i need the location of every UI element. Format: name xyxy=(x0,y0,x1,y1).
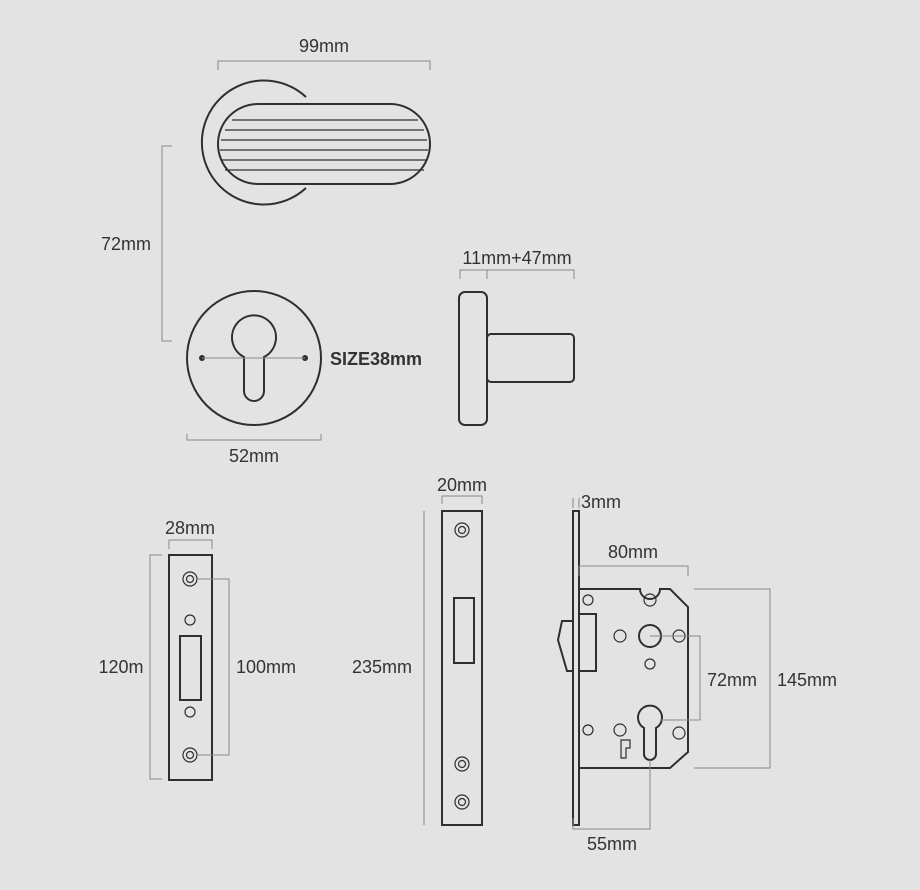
strike-width-label: 28mm xyxy=(165,518,215,538)
small-key-notch xyxy=(620,739,631,759)
body-height-label: 145mm xyxy=(777,670,837,690)
center-distance-dimension: 72mm xyxy=(650,635,757,721)
case-notch-hole xyxy=(643,593,657,607)
handle-lever-outline xyxy=(217,103,431,185)
strike-height-dimension: 120m xyxy=(98,554,162,780)
faceplate-width-label: 20mm xyxy=(437,475,487,495)
escutcheon-diameter-dimension: 52mm xyxy=(186,434,322,466)
strike-plate-outline xyxy=(168,554,213,781)
keyhole-outline xyxy=(231,314,277,402)
latch-bolt-outline xyxy=(556,620,572,672)
body-width-dimension: 80mm xyxy=(578,542,689,576)
handle-rose-outline xyxy=(200,79,307,206)
escutcheon-size-label: SIZE38mm xyxy=(330,349,422,369)
strike-width-dimension: 28mm xyxy=(165,518,215,549)
escutcheon-diameter-label: 52mm xyxy=(229,446,279,466)
side-rose-outline xyxy=(458,291,488,426)
strike-latch-opening xyxy=(179,635,202,701)
escutcheon-rose-outline xyxy=(186,290,322,426)
lock-faceplate xyxy=(441,510,483,826)
side-depth-label: 11mm+47mm xyxy=(462,248,571,268)
handle-width-label: 99mm xyxy=(299,36,349,56)
body-height-dimension: 145mm xyxy=(694,588,837,769)
strike-hole-spacing-dimension: 100mm xyxy=(197,578,296,756)
backset-label: 55mm xyxy=(587,834,637,854)
faceplate-width-dimension: 20mm xyxy=(437,475,487,504)
center-distance-label: 72mm xyxy=(707,670,757,690)
cylinder-hole xyxy=(637,704,663,761)
side-lever-outline xyxy=(486,333,575,383)
body-width-label: 80mm xyxy=(608,542,658,562)
strike-height-label: 120m xyxy=(98,657,143,677)
handle-width-dimension: 99mm xyxy=(217,36,431,70)
handle-side-view xyxy=(458,291,575,426)
lever-handle xyxy=(200,79,431,206)
faceplate-outline xyxy=(441,510,483,826)
plate-thickness-label: 3mm xyxy=(581,492,621,512)
strike-plate xyxy=(168,554,213,781)
handle-height-label: 72mm xyxy=(101,234,151,254)
faceplate-height-dimension: 235mm xyxy=(352,511,425,825)
side-depth-dimension: 11mm+47mm xyxy=(459,248,575,279)
handle-grip-lines xyxy=(220,119,428,171)
plate-thickness-dimension: 3mm xyxy=(572,492,621,512)
faceplate-latch-slot xyxy=(453,597,475,664)
strike-hole-spacing-label: 100mm xyxy=(236,657,296,677)
backset-dimension: 55mm xyxy=(572,760,651,854)
handle-height-dimension: 72mm xyxy=(101,145,172,342)
latch-housing xyxy=(578,613,597,672)
faceplate-height-label: 235mm xyxy=(352,657,412,677)
escutcheon: SIZE38mm xyxy=(186,290,422,426)
